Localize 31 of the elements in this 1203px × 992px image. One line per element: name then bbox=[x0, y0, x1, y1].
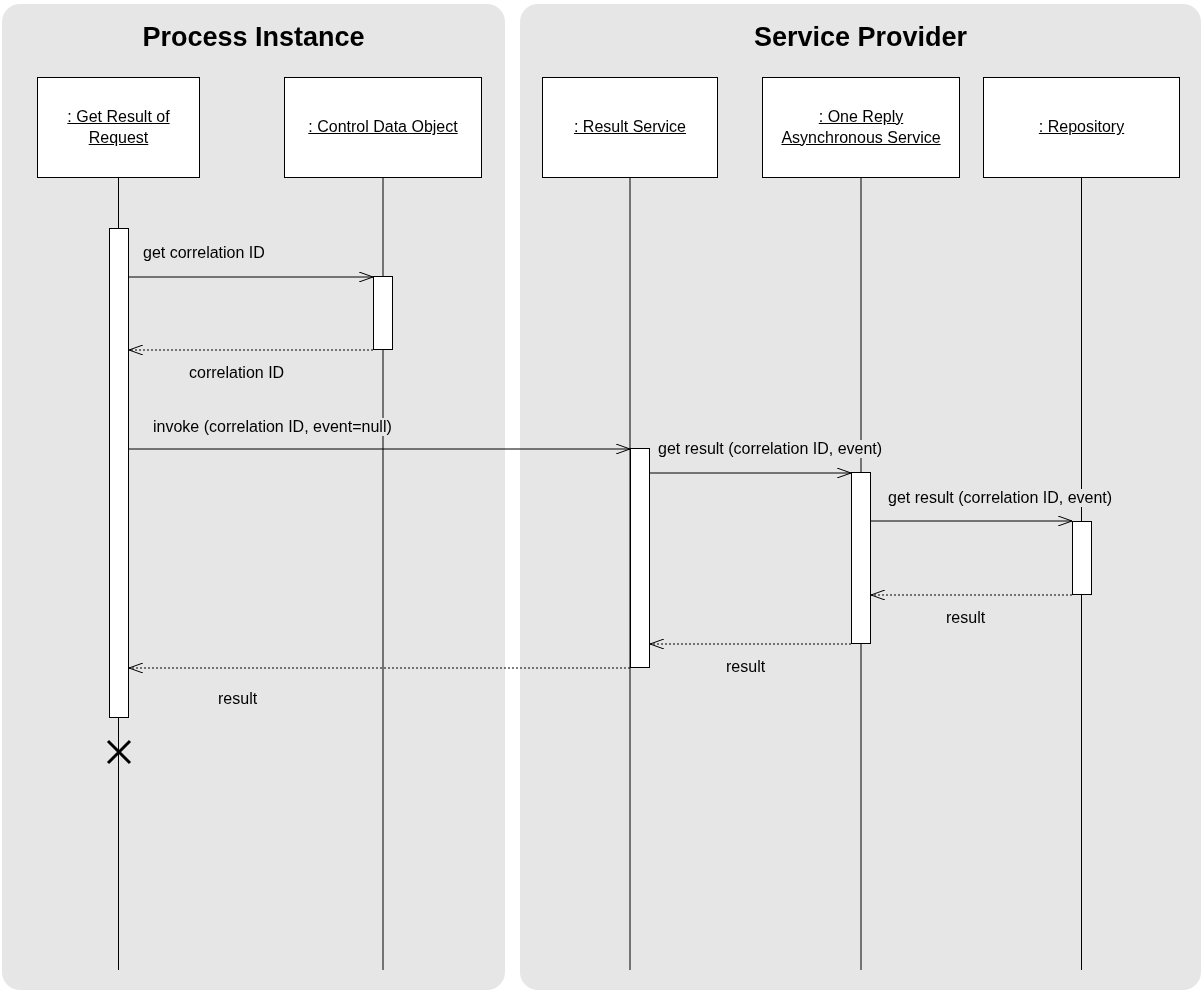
activation-bar bbox=[630, 448, 650, 668]
activation-bar bbox=[373, 276, 393, 350]
message-arrow bbox=[870, 589, 1073, 601]
message-arrow bbox=[128, 662, 631, 674]
participant-name: : Result Service bbox=[572, 117, 687, 138]
lifeline-box bbox=[762, 77, 960, 178]
participant-name: : Control Data Object bbox=[307, 117, 459, 138]
participant-name: : Repository bbox=[1037, 117, 1126, 138]
message-label: get correlation ID bbox=[142, 244, 266, 262]
message-arrow bbox=[128, 344, 374, 356]
panel-title: Service Provider bbox=[752, 22, 969, 53]
message-label: get result (correlation ID, event) bbox=[657, 440, 884, 458]
participant-name: : Get Result of Request bbox=[66, 106, 171, 148]
activation-bar bbox=[1072, 521, 1092, 595]
lifeline-box bbox=[983, 77, 1180, 178]
message-arrow bbox=[870, 515, 1073, 527]
group-panel bbox=[2, 4, 505, 990]
activation-bar bbox=[109, 228, 129, 718]
panel-title: Process Instance bbox=[141, 22, 366, 53]
lifeline-box bbox=[37, 77, 200, 178]
group-panel bbox=[520, 4, 1201, 990]
message-arrow bbox=[128, 443, 631, 455]
message-label: invoke (correlation ID, event=null) bbox=[152, 418, 393, 436]
message-arrow bbox=[649, 467, 852, 479]
message-arrow bbox=[649, 638, 852, 650]
lifeline-box bbox=[542, 77, 718, 178]
lifeline-box bbox=[284, 77, 482, 178]
participant-name: : One Reply Asynchronous Service bbox=[780, 106, 942, 148]
message-arrow bbox=[128, 271, 374, 283]
message-label: get result (correlation ID, event) bbox=[887, 489, 1114, 507]
activation-bar bbox=[851, 472, 871, 644]
